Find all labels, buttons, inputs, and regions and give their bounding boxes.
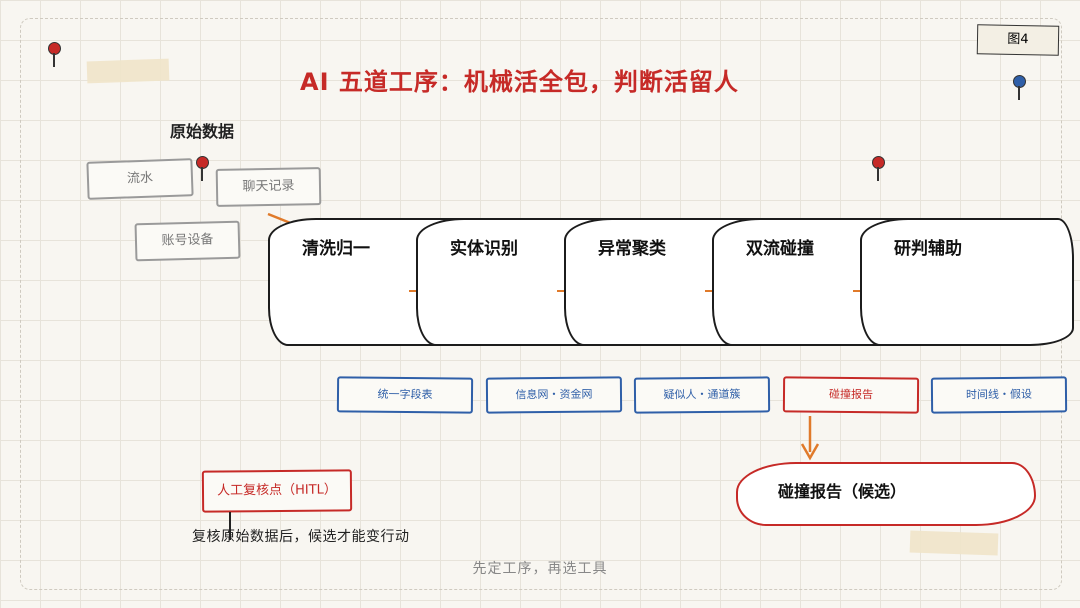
output-box-timeline: 时间线・假设 <box>930 376 1068 414</box>
hitl-box: 人工复核点（HITL） <box>201 469 353 513</box>
pin-icon <box>872 156 885 182</box>
pin-icon <box>1013 75 1026 101</box>
pin-icon <box>48 42 61 68</box>
stage-connector <box>853 290 863 292</box>
output-box-clusters: 疑似人・通道簇 <box>633 376 771 414</box>
output-box-collision-report: 碰撞报告 <box>782 376 920 414</box>
stage-connector <box>557 290 567 292</box>
stage-title: 清洗归一 <box>302 239 370 259</box>
output-box-network: 信息网・资金网 <box>485 376 623 414</box>
hitl-note: 复核原始数据后，候选才能变行动 <box>192 529 410 545</box>
page-title: AI 五道工序：机械活全包，判断活留人 <box>300 68 739 96</box>
stage-title: 实体识别 <box>450 239 518 259</box>
stage-title: 研判辅助 <box>894 239 962 259</box>
stage-title: 异常聚类 <box>598 239 666 259</box>
stage-connector <box>705 290 715 292</box>
pin-icon <box>196 156 209 182</box>
footer-caption: 先定工序，再选工具 <box>472 561 608 577</box>
stage-title: 双流碰撞 <box>746 239 814 259</box>
result-candidate-report: 碰撞报告（候选） <box>736 462 1036 526</box>
raw-data-label: 原始数据 <box>170 122 235 141</box>
hitl-pointer <box>229 512 231 540</box>
arrow-head-icon <box>800 443 820 461</box>
result-label: 碰撞报告（候选） <box>778 482 907 501</box>
stage-connector <box>409 290 419 292</box>
stage-judgment: 研判辅助 <box>860 218 1074 346</box>
output-box-fields: 统一字段表 <box>336 376 474 414</box>
